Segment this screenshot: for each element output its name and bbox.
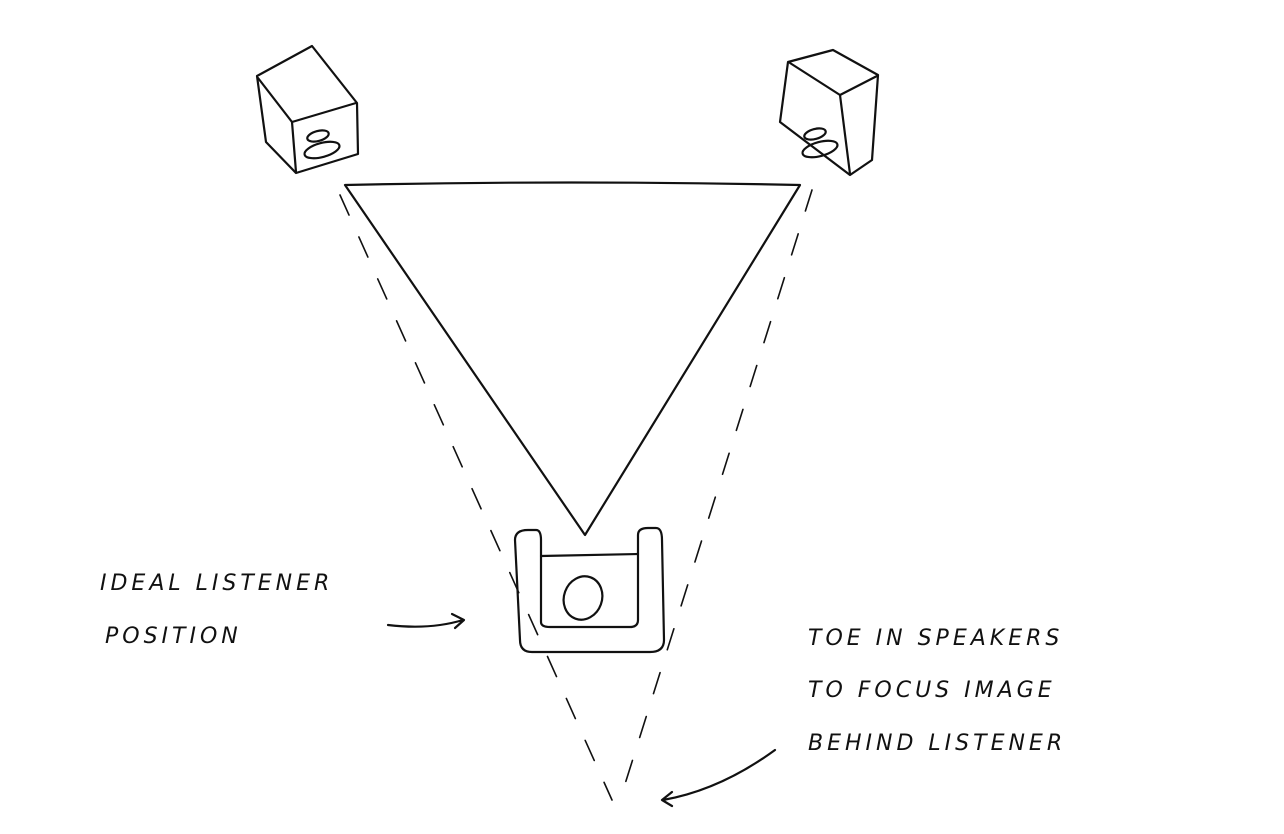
- toe-label-line3: BEHIND LISTENER: [808, 731, 1066, 756]
- listener-label-line1: IDEAL LISTENER: [100, 571, 333, 596]
- left-speaker: [255, 44, 360, 175]
- right-speaker-axis-line: [619, 189, 813, 801]
- listener-arrow: [386, 612, 466, 630]
- listener-head: [562, 575, 604, 621]
- toe-label-line2: TO FOCUS IMAGE: [808, 678, 1056, 703]
- right-speaker: [778, 48, 880, 177]
- listener-label-line2: POSITION: [105, 624, 242, 649]
- listening-triangle: [343, 181, 802, 537]
- toe-label-line1: TOE IN SPEAKERS: [808, 626, 1063, 651]
- toe-in-arrow: [660, 748, 777, 808]
- listener-chair: [513, 526, 666, 654]
- left-speaker-axis-line: [339, 194, 613, 801]
